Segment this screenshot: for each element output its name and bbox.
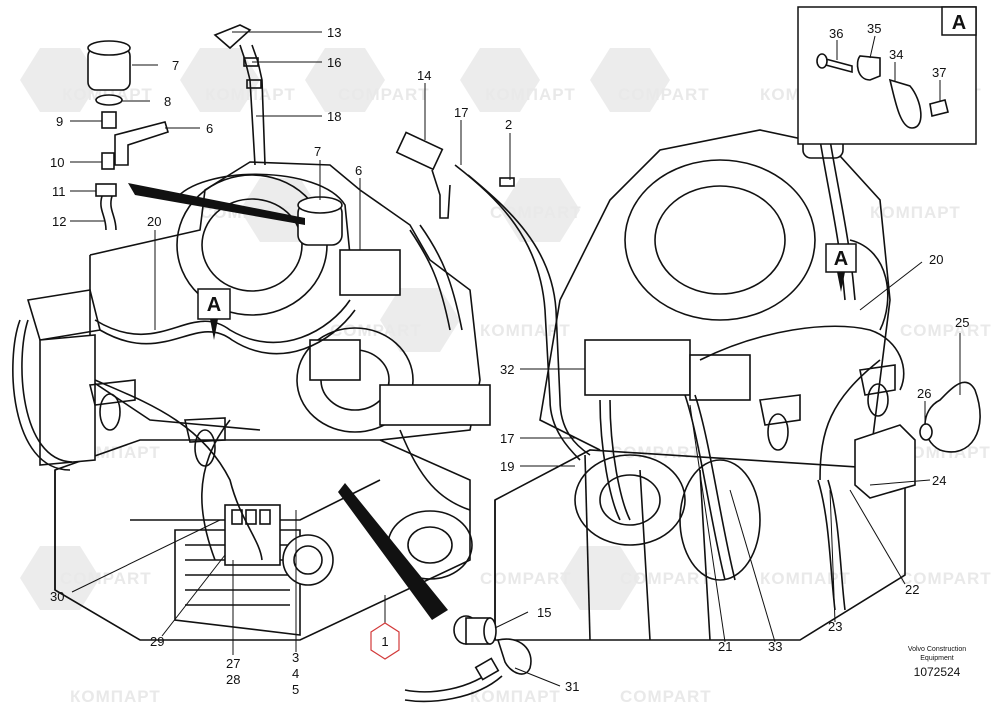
watermark-text: COMPART [618,85,710,104]
callout-label: 1 [381,634,388,649]
watermark-text: COMPART [338,85,430,104]
callout-label: 6 [355,163,362,178]
callout-label: 16 [327,55,341,70]
callout-label: 26 [917,386,931,401]
callout-label: 37 [932,65,946,80]
drawing-number: 1072524 [914,665,961,679]
credit-line-1: Volvo Construction [908,646,966,653]
watermark-text: COMPART [900,321,992,340]
watermark-text: КОМПАРТ [205,85,296,104]
view-a-pointer-left: A [197,288,231,340]
callout-label: 18 [327,109,341,124]
watermark-text: КОМПАРТ [480,321,571,340]
callout-label: 20 [929,252,943,267]
watermark-text: COMPART [60,569,152,588]
detail-a-inset: A [797,6,977,145]
callout-label: 7 [314,144,321,159]
callout-label: 25 [955,315,969,330]
callout-label: 31 [565,679,579,694]
view-a-pointer-right: A [825,243,857,292]
credit-line-2: Equipment [920,655,954,662]
left-transmission-assembly [12,24,491,641]
watermark-row-4: КОМПАРТ COMPART КОМПАРТ [70,443,991,462]
callout-label: 34 [889,47,903,62]
callout-label: 20 [147,214,161,229]
callout-label: 5 [292,682,299,697]
callout-label: 21 [718,639,732,654]
callout-label: 22 [905,582,919,597]
view-a-label-left: A [207,294,221,316]
callout-label: 7 [172,58,179,73]
callout-label: 15 [537,605,551,620]
loose-parts-middle [395,131,591,461]
callout-label: 32 [500,362,514,377]
watermark-text: КОМПАРТ [760,569,851,588]
watermark-text: COMPART [620,569,712,588]
callout-label: 2 [505,117,512,132]
callout-label: 27 [226,656,240,671]
callout-1-hexagon: 1 [370,622,400,660]
watermark-text: COMPART [900,569,992,588]
callout-label: 17 [500,431,514,446]
callout-label: 36 [829,26,843,41]
callout-label: 9 [56,114,63,129]
callout-label: 10 [50,155,64,170]
loose-parts-bottom [404,615,532,703]
callout-label: 11 [52,184,66,199]
callout-label: 28 [226,672,240,687]
detail-tag: A [952,12,966,34]
watermark-row-6: КОМПАРТ КОМПАРТ COMPART [70,687,712,706]
callout-label: 4 [292,666,299,681]
callout-label: 29 [150,634,164,649]
watermark-text: КОМПАРТ [870,203,961,222]
watermark-text: COMPART [610,443,702,462]
callout-label: 6 [206,121,213,136]
watermark-text: COMPART [620,687,712,706]
callout-label: 17 [454,105,468,120]
watermark-text: КОМПАРТ [70,687,161,706]
callout-label: 12 [52,214,66,229]
view-a-label-right: A [834,248,848,270]
credit-block: Volvo Construction Equipment 1072524 [908,646,966,679]
callout-label: 35 [867,21,881,36]
callout-label: 14 [417,68,431,83]
callout-label: 30 [50,589,64,604]
loose-parts-left [87,40,169,231]
watermark-row-5: COMPART COMPART COMPART КОМПАРТ COMPART [20,546,992,610]
callout-label: 8 [164,94,171,109]
callout-label: 13 [327,25,341,40]
watermark-pattern: КОМПАРТ КОМПАРТ COMPART КОМПАРТ COMPART … [20,48,992,706]
callout-label: 23 [828,619,842,634]
watermark-text: COMPART [490,203,582,222]
watermark-text: КОМПАРТ [485,85,576,104]
watermark-text: COMPART [480,569,572,588]
callout-label: 24 [932,473,946,488]
callout-label: 19 [500,459,514,474]
callout-label: 33 [768,639,782,654]
callout-numbers: 7 8 9 6 10 11 12 13 16 18 7 6 20 14 17 2… [50,21,969,697]
leader-lines [70,31,961,687]
callout-label: 3 [292,650,299,665]
watermark-text: КОМПАРТ [900,443,991,462]
detail-tag-box [941,6,977,36]
watermark-text: КОМПАРТ [470,687,561,706]
